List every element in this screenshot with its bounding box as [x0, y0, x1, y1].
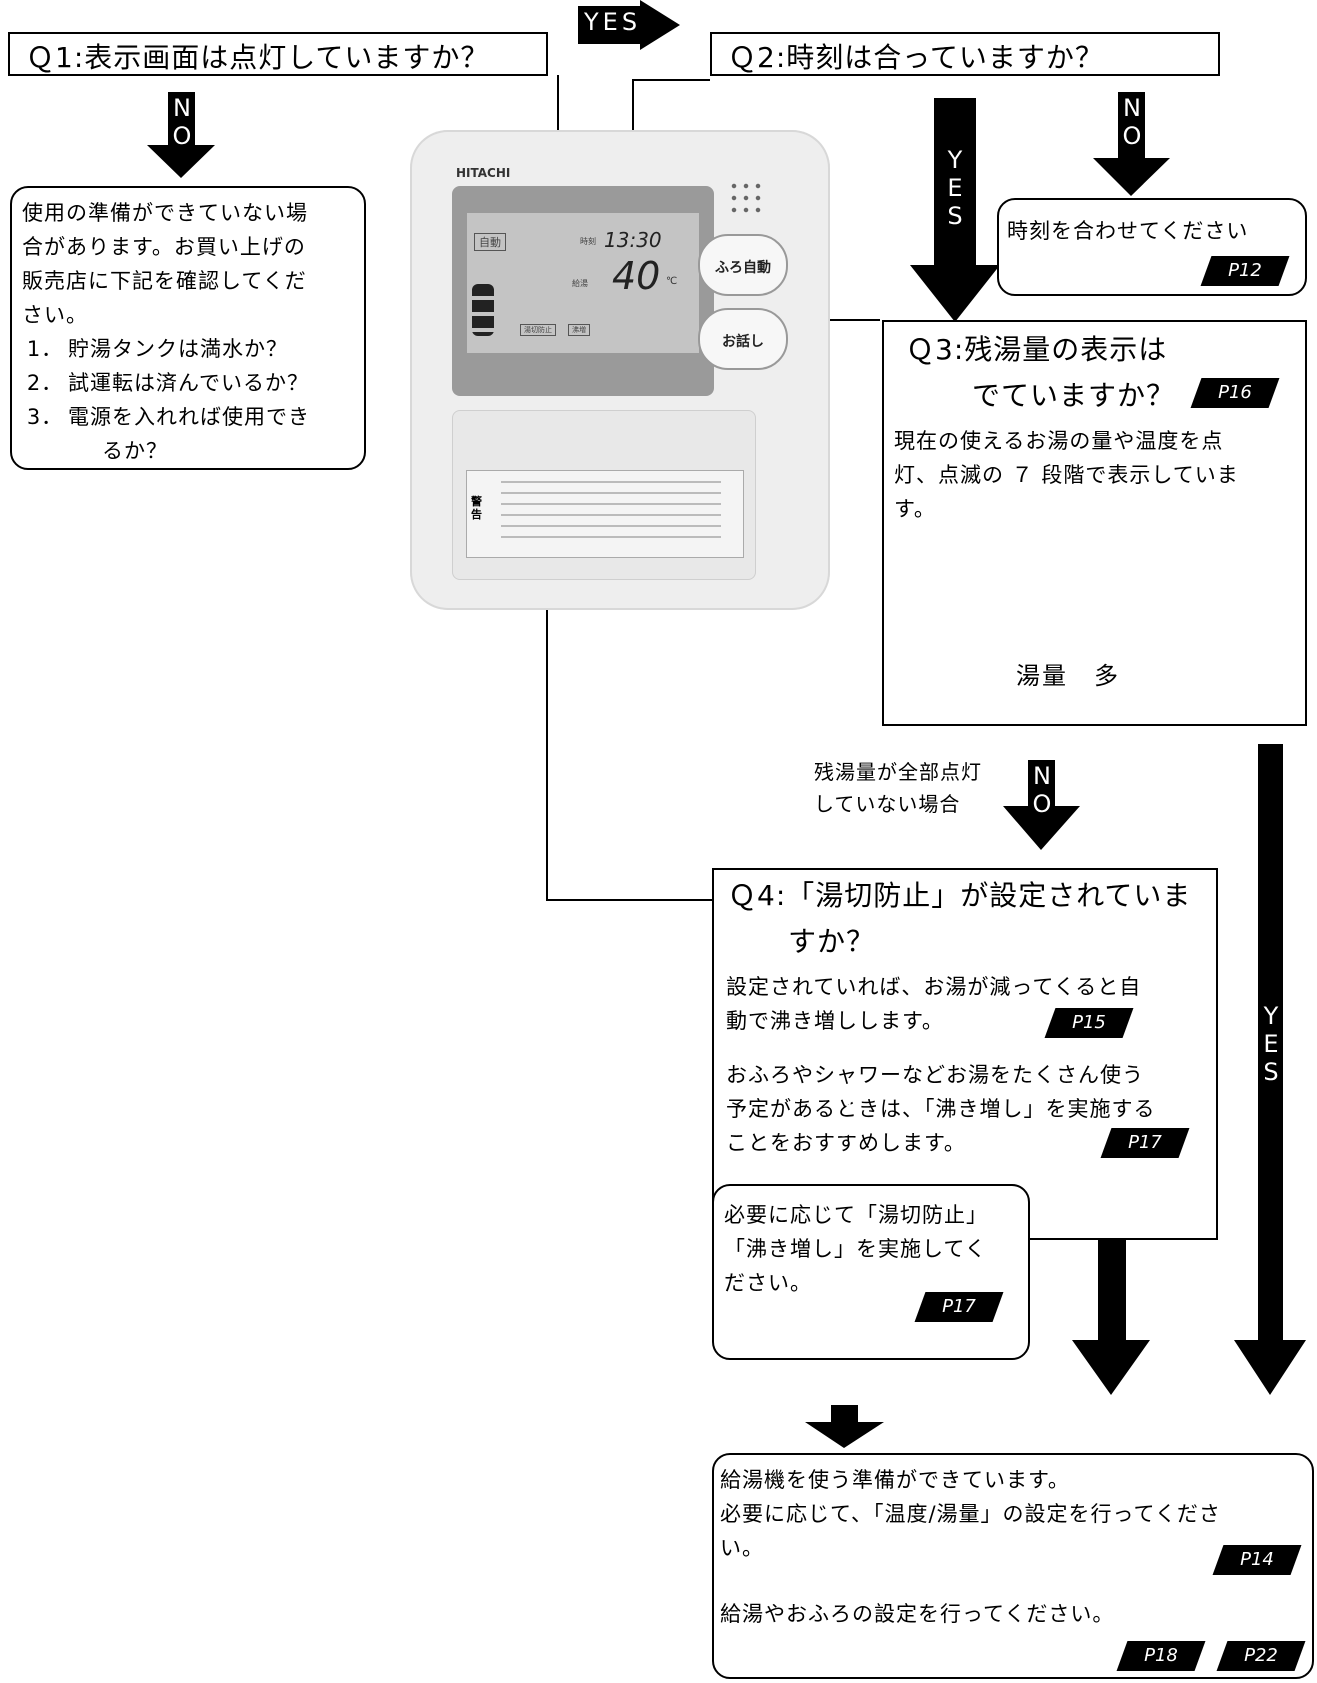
front-cover: 警告: [452, 410, 756, 580]
q2-no-text: 時刻を合わせてください: [1007, 219, 1249, 243]
q2-box: Ｑ2:時刻は合っていますか？: [710, 32, 1220, 76]
yes-label-top: YES: [584, 8, 642, 36]
final-box: 給湯機を使う準備ができています。 必要に応じて、「温度/湯量」の設定を行ってくだ…: [712, 1453, 1314, 1679]
q1-no-list: 1．貯湯タンクは満水か？ 2．試運転は済んでいるか？ 3．電源を入れれば使用でき…: [22, 332, 354, 468]
page-ref-p22: P22: [1216, 1641, 1306, 1671]
lcd-mode-label: 自動: [474, 233, 506, 251]
q3-no-condition: 残湯量が全部点灯 していない場合: [814, 760, 982, 816]
list-item: 1．貯湯タンクは満水か？: [26, 337, 288, 361]
page-ref-p18: P18: [1116, 1641, 1206, 1671]
q1-title: Ｑ1:表示画面は点灯していますか？: [26, 41, 490, 74]
list-item: 2．試運転は済んでいるか？: [26, 371, 309, 395]
page-ref-p14: P14: [1212, 1545, 1302, 1575]
q3-box: Ｑ3:残湯量の表示は でていますか？ P16 現在の使えるお湯の量や温度を点 灯…: [882, 320, 1307, 726]
brand-logo: HITACHI: [456, 166, 511, 180]
q2-title: Ｑ2:時刻は合っていますか？: [728, 41, 1104, 74]
q3-arrow-label: 湯量 多: [1016, 662, 1120, 690]
warning-label: 警告: [466, 470, 744, 558]
q1-no-box: 使用の準備ができていない場 合があります。お買い上げの 販売店に下記を確認してく…: [10, 186, 366, 470]
q4-no-box: 必要に応じて「湯切防止」 「沸き増し」を実施してく ださい。 P17: [712, 1184, 1030, 1360]
lcd-screen: 自動 時刻 13:30 給湯 40 ℃ 湯切防止 沸増: [452, 186, 714, 396]
lcd-temperature: 40: [612, 254, 661, 298]
q4-title-2: すか？: [788, 925, 876, 958]
q4-title-1: Ｑ4:「湯切防止」が設定されていま: [728, 879, 1192, 912]
page-ref-p15: P15: [1044, 1008, 1134, 1038]
remote-controller-image: HITACHI 自動 時刻 13:30 給湯 40 ℃ 湯切防止 沸増 ふろ自動…: [410, 130, 830, 610]
page-ref-p12: P12: [1200, 256, 1290, 286]
final-text: 給湯機を使う準備ができています。 必要に応じて、「温度/湯量」の設定を行ってくだ…: [720, 1468, 1221, 1560]
q2-no-box: 時刻を合わせてください P12: [997, 198, 1307, 296]
final-text-2: 給湯やおふろの設定を行ってください。: [720, 1602, 1115, 1626]
q4-body-1: 設定されていれば、お湯が減ってくると自 動で沸き増しします。: [726, 975, 1142, 1033]
speaker-grille: [728, 180, 764, 216]
page-ref-p17-b: P17: [914, 1292, 1004, 1322]
lcd-time: 13:30: [604, 228, 662, 252]
q3-body: 現在の使えるお湯の量や温度を点 灯、点滅の ７ 段階で表示していま す。: [894, 429, 1239, 521]
q4-box: Ｑ4:「湯切防止」が設定されていま すか？ 設定されていれば、お湯が減ってくると…: [712, 868, 1218, 1240]
q1-no-text: 使用の準備ができていない場 合があります。お買い上げの 販売店に下記を確認してく…: [22, 201, 308, 327]
q1-box: Ｑ1:表示画面は点灯していますか？: [8, 32, 548, 76]
page-ref-p16: P16: [1190, 378, 1280, 408]
q4-no-text: 必要に応じて「湯切防止」 「沸き増し」を実施してく ださい。: [724, 1203, 988, 1295]
q3-title-2: でていますか？: [972, 379, 1176, 412]
page-ref-p17: P17: [1100, 1128, 1190, 1158]
list-item: 3．電源を入れれば使用でき: [26, 405, 310, 429]
q4-body-2: おふろやシャワーなどお湯をたくさん使う 予定があるときは、「沸き増し」を実施する…: [726, 1063, 1156, 1155]
talk-button[interactable]: お話し: [698, 308, 788, 370]
q3-title-1: Ｑ3:残湯量の表示は: [906, 333, 1168, 366]
bath-auto-button[interactable]: ふろ自動: [698, 234, 788, 296]
lcd-tank-bars: [472, 284, 494, 336]
list-item-cont: るか？: [102, 439, 168, 463]
